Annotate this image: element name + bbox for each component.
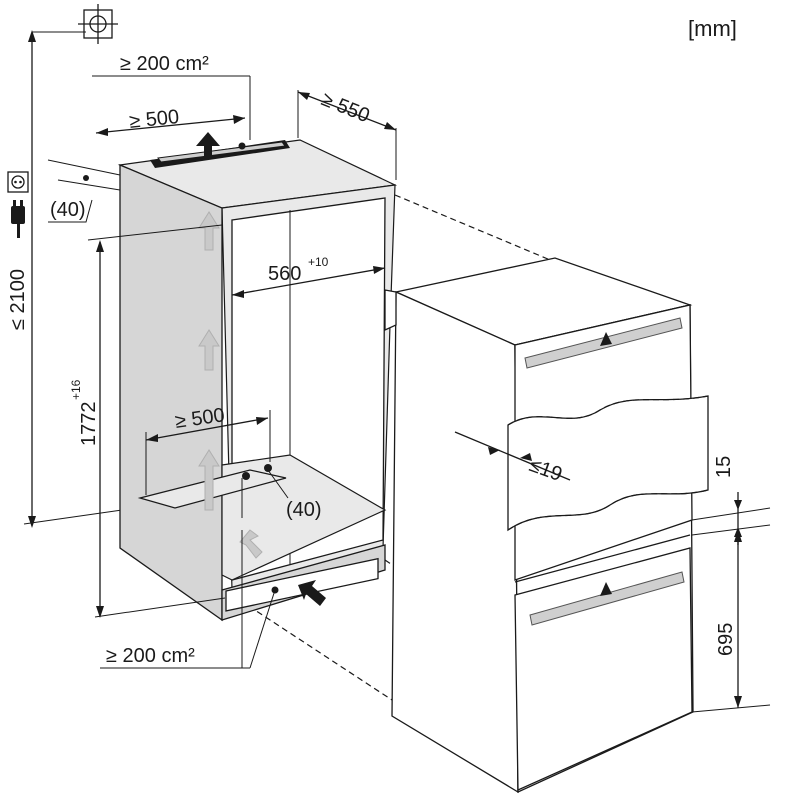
- airflow-arrows: [198, 211, 263, 559]
- bottom-gap-label: (40): [286, 499, 322, 521]
- lower-door-height-dimension: 695: [691, 530, 771, 713]
- max-height-label: ≤ 2100: [7, 269, 29, 330]
- max-height-dimension: ≤ 2100: [7, 30, 123, 528]
- niche-height-tolerance: +16: [69, 379, 83, 400]
- fridge-appliance: [384, 257, 709, 794]
- door-gap-dimension: 15: [691, 456, 771, 545]
- bottom-vent-area-label: ≥ 200 cm²: [106, 645, 195, 667]
- top-vent-width-label: ≥ 500: [128, 106, 180, 133]
- lower-door-height-label: 695: [715, 623, 737, 656]
- top-vent-width-dimension: ≥ 500: [95, 106, 246, 136]
- ceiling-connection-icon: [78, 4, 118, 44]
- top-gap-dimension: (40): [47, 159, 121, 223]
- bottom-gap-dimension: (40): [241, 469, 322, 521]
- bottom-vent-width-dimension: ≥ 500: [145, 404, 271, 495]
- door-gap-label: 15: [713, 456, 735, 478]
- top-gap-label: (40): [50, 199, 86, 221]
- top-vent-area-dimension: ≥ 200 cm²: [92, 53, 251, 140]
- niche-width-label: 560: [268, 263, 301, 285]
- top-vent-area-label: ≥ 200 cm²: [120, 53, 209, 75]
- niche-width-tolerance: +10: [308, 255, 329, 269]
- power-plug-icon: [11, 200, 25, 238]
- vent-intake-arrow: [298, 580, 326, 606]
- niche-height-label: 1772: [78, 402, 100, 447]
- bottom-vent-area-dimension: ≥ 200 cm²: [100, 530, 279, 669]
- cabinet-niche: [117, 132, 398, 622]
- units-label: [mm]: [688, 16, 737, 41]
- niche-width-dimension: 560 +10: [231, 255, 386, 298]
- niche-height-dimension: 1772 +16: [69, 224, 226, 618]
- power-socket-icon: [7, 171, 29, 193]
- cabinet-depth-label: ≥ 550: [318, 88, 373, 127]
